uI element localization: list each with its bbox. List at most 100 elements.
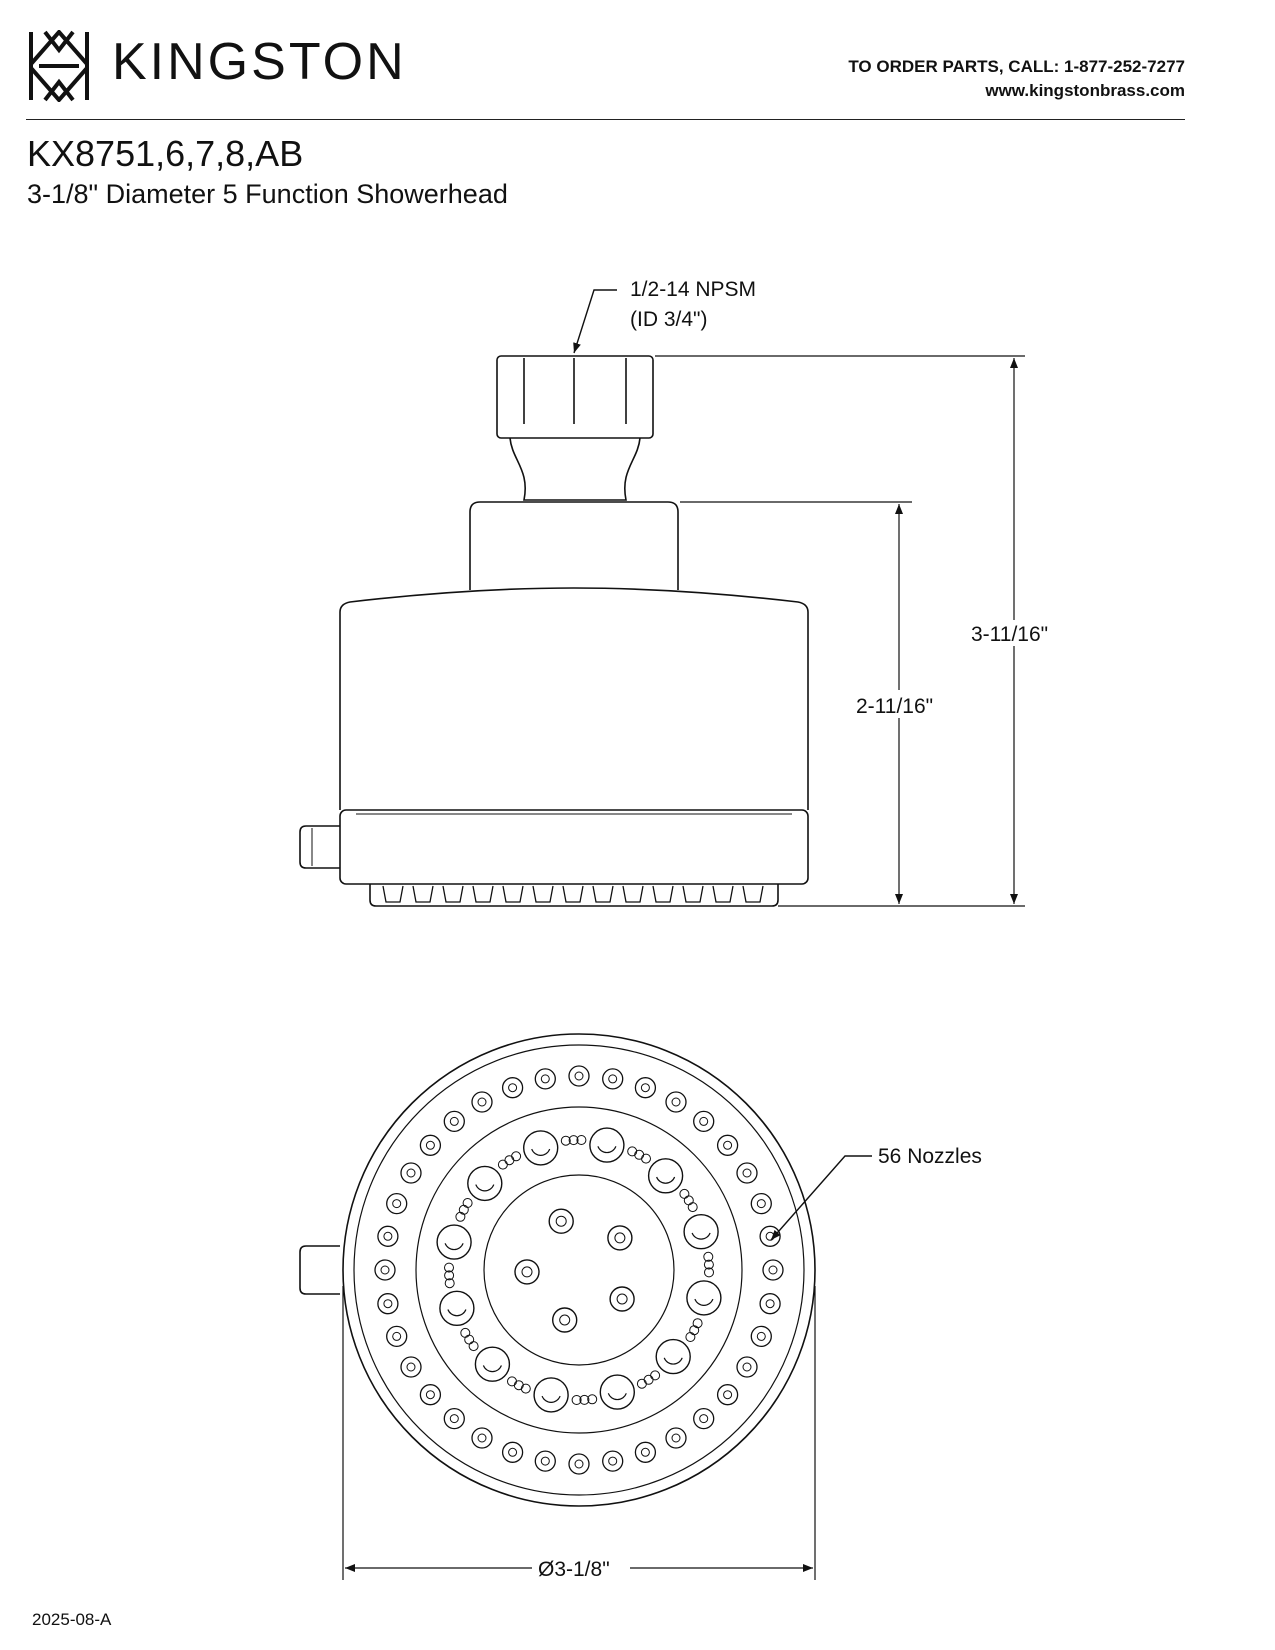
outer-nozzle <box>665 1091 687 1113</box>
outer-nozzle-hole <box>574 1071 584 1081</box>
outer-nozzle-hole <box>608 1456 618 1466</box>
mist-nozzle <box>679 1188 690 1199</box>
outer-nozzle <box>759 1225 781 1247</box>
thread-callout <box>573 289 617 354</box>
massage-nozzle-arc <box>444 1243 464 1251</box>
outer-nozzle <box>419 1384 442 1406</box>
outer-nozzle-hole <box>392 1199 402 1209</box>
outer-nozzle <box>736 1356 758 1378</box>
outer-nozzle <box>386 1325 408 1348</box>
outer-nozzle <box>419 1134 442 1156</box>
outer-nozzle-hole <box>508 1447 518 1457</box>
outer-nozzle <box>716 1134 739 1156</box>
center-nozzle <box>607 1225 633 1251</box>
outer-nozzle <box>634 1441 657 1463</box>
massage-nozzle-arc <box>656 1176 676 1184</box>
diameter-dimension <box>342 1286 816 1580</box>
massage-nozzle <box>523 1130 559 1166</box>
outer-nozzle <box>693 1407 715 1430</box>
outer-nozzle <box>716 1384 739 1406</box>
mist-nozzle <box>444 1270 455 1281</box>
mist-nozzle <box>704 1267 714 1278</box>
face-plate <box>353 1044 805 1496</box>
website-link[interactable]: www.kingstonbrass.com <box>985 81 1185 100</box>
front-nozzles <box>374 1065 784 1475</box>
mist-nozzle <box>520 1383 531 1394</box>
massage-nozzle-arc <box>597 1146 617 1154</box>
front-view <box>299 1033 816 1507</box>
outer-nozzle <box>602 1068 624 1090</box>
mist-nozzle <box>497 1159 508 1170</box>
outer-nozzle-hole <box>406 1168 416 1178</box>
outer-nozzle-hole <box>477 1097 487 1107</box>
massage-nozzle <box>683 1213 719 1250</box>
outer-nozzle-hole <box>383 1231 393 1241</box>
mist-nozzle <box>692 1318 703 1329</box>
massage-nozzle <box>533 1377 569 1413</box>
center-nozzle-hole <box>559 1314 571 1326</box>
massage-nozzle-arc <box>607 1393 627 1401</box>
outer-nozzle-hole <box>742 1362 752 1372</box>
body-height-dimension <box>680 501 912 904</box>
massage-nozzle-arc <box>475 1184 495 1192</box>
outer-nozzle <box>471 1091 493 1113</box>
outer-nozzle <box>750 1325 772 1348</box>
outer-nozzle-hole <box>392 1331 402 1341</box>
mist-nozzle <box>687 1202 698 1213</box>
spray-selector-knob <box>299 825 340 869</box>
outer-nozzle-hole <box>425 1140 435 1150</box>
outer-nozzle-hole <box>640 1447 650 1457</box>
outer-nozzle-hole <box>768 1265 778 1275</box>
upper-collar <box>469 501 679 590</box>
outer-nozzle-hole <box>383 1299 393 1309</box>
outer-nozzle <box>471 1427 493 1449</box>
center-nozzle <box>552 1307 578 1333</box>
massage-nozzle-arc <box>482 1365 502 1373</box>
outer-rim <box>342 1033 816 1507</box>
mist-nozzle <box>460 1327 471 1338</box>
mist-nozzle <box>468 1341 479 1352</box>
mist-nozzle <box>634 1149 645 1160</box>
mist-nozzle <box>458 1204 469 1215</box>
outer-nozzle <box>534 1068 556 1090</box>
outer-nozzle-hole <box>756 1199 766 1209</box>
selector-knob-front <box>299 1245 340 1295</box>
mist-nozzle <box>464 1334 475 1345</box>
massage-nozzle <box>647 1158 684 1194</box>
outer-nozzle-hole <box>477 1433 487 1443</box>
outer-nozzle-hole <box>540 1456 550 1466</box>
contact-info: TO ORDER PARTS, CALL: 1-877-252-7277 www… <box>848 55 1185 103</box>
center-nozzle <box>609 1286 635 1312</box>
massage-nozzle <box>436 1224 472 1260</box>
center-nozzle-hole <box>616 1293 628 1305</box>
outer-nozzle-hole <box>608 1074 618 1084</box>
side-view <box>299 355 809 907</box>
outer-nozzle <box>501 1441 524 1463</box>
mist-nozzle <box>455 1211 466 1222</box>
showerhead-body <box>339 587 809 810</box>
order-parts-phone: TO ORDER PARTS, CALL: 1-877-252-7277 <box>848 57 1185 76</box>
outer-nozzle-hole <box>406 1362 416 1372</box>
outer-nozzle <box>736 1162 758 1184</box>
outer-nozzle-hole <box>449 1414 459 1424</box>
outer-nozzle <box>665 1427 687 1449</box>
outer-nozzle-hole <box>765 1231 775 1241</box>
mist-nozzle <box>444 1262 454 1273</box>
body-height-label: 2-11/16" <box>856 695 933 718</box>
center-nozzle <box>548 1208 574 1234</box>
diameter-label: Ø3-1/8" <box>538 1558 610 1581</box>
mist-nozzle <box>560 1135 571 1146</box>
center-nozzle-hole <box>614 1232 626 1244</box>
mist-nozzle <box>641 1153 651 1164</box>
outer-nozzle-hole <box>671 1433 681 1443</box>
mist-nozzle <box>571 1395 582 1405</box>
outer-nozzle <box>759 1293 781 1315</box>
mist-nozzle <box>650 1370 661 1381</box>
massage-nozzle <box>439 1290 475 1327</box>
outer-nozzle <box>377 1293 399 1315</box>
outer-nozzle <box>750 1192 772 1215</box>
outer-nozzle-hole <box>449 1116 459 1126</box>
face-ring <box>339 809 809 885</box>
outer-nozzle-hole <box>756 1331 766 1341</box>
massage-nozzle-arc <box>691 1232 711 1240</box>
